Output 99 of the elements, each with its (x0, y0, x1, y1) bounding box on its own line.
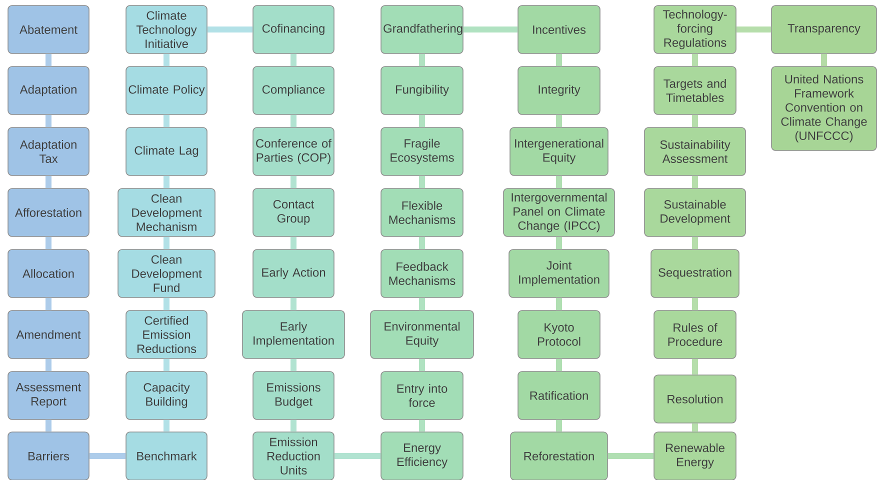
term-box: Early Implementation (242, 310, 345, 359)
connector (419, 236, 425, 250)
term-box: Clean Development Mechanism (118, 188, 216, 237)
connector (290, 358, 296, 372)
term-box: Adaptation (8, 66, 90, 115)
connector (290, 54, 296, 66)
connector (692, 54, 698, 66)
term-box: Allocation (8, 249, 90, 298)
connector (419, 54, 425, 66)
term-box: Intergenerational Equity (510, 127, 608, 176)
term-box: Kyoto Protocol (518, 310, 600, 359)
connector (164, 298, 170, 310)
term-box: Clean Development Fund (118, 249, 216, 298)
term-box: Transparency (771, 5, 877, 54)
term-box: Reforestation (510, 432, 608, 480)
term-box: Technology-forcing Regulations (654, 5, 736, 54)
term-box: Entry into force (380, 371, 464, 420)
connector (556, 236, 562, 250)
term-box: Fragile Ecosystems (380, 127, 464, 176)
term-box: Fungibility (380, 66, 464, 115)
term-box: Renewable Energy (654, 432, 736, 480)
term-box: Resolution (654, 374, 736, 424)
term-box: Sequestration (650, 249, 740, 298)
connector (556, 54, 562, 66)
term-box: Assessment Report (8, 371, 90, 420)
connector (556, 176, 562, 188)
connector (692, 423, 698, 432)
connector (692, 176, 698, 188)
connector (692, 358, 698, 375)
term-box: Abatement (8, 5, 90, 54)
connector (290, 236, 296, 250)
connector (821, 54, 827, 66)
term-box: Rules of Procedure (654, 310, 736, 359)
connector (164, 176, 170, 188)
term-box: Climate Lag (126, 127, 208, 176)
term-box: Adaptation Tax (8, 127, 90, 176)
term-box: Climate Policy (126, 66, 208, 115)
term-box: Afforestation (8, 188, 90, 237)
connector (419, 358, 425, 372)
connector (290, 176, 296, 188)
connector (164, 54, 170, 66)
connector (334, 453, 381, 459)
term-box: Early Action (252, 249, 334, 298)
connector (164, 358, 170, 372)
term-box: Emissions Budget (252, 371, 334, 420)
connector (463, 26, 518, 32)
term-box: Barriers (8, 432, 90, 480)
term-box: Emission Reduction Units (252, 432, 334, 480)
connector (46, 176, 52, 188)
term-box: Flexible Mechanisms (380, 188, 464, 237)
connector (419, 176, 425, 188)
connector (46, 114, 52, 128)
term-box: Joint Implementation (508, 249, 610, 298)
connector (164, 236, 170, 250)
connector (164, 114, 170, 128)
term-box: Amendment (8, 310, 90, 359)
connector (290, 298, 296, 310)
connector (556, 358, 562, 372)
term-box: Grandfathering (380, 5, 464, 54)
connector (46, 420, 52, 432)
term-box: Conference of Parties (COP) (252, 127, 334, 176)
connector (46, 236, 52, 250)
term-box: Certified Emission Reductions (126, 310, 208, 359)
term-box: Sustainable Development (644, 188, 746, 237)
connector (692, 114, 698, 128)
connector (164, 420, 170, 432)
connector (556, 420, 562, 432)
connector (736, 26, 772, 32)
connector (89, 453, 126, 459)
connector (290, 114, 296, 128)
connector (692, 298, 698, 310)
connector (46, 54, 52, 66)
term-box: Contact Group (252, 188, 334, 237)
term-box: Cofinancing (252, 5, 334, 54)
connector (290, 420, 296, 432)
connector (207, 26, 253, 32)
term-box: Intergovernmental Panel on Climate Change (IPCC) (503, 188, 615, 237)
term-box: Feedback Mechanisms (380, 249, 464, 298)
term-box: United Nations Framework Convention on Climate Change (UNFCCC) (771, 66, 877, 151)
term-box: Capacity Building (126, 371, 208, 420)
term-box: Sustainability Assessment (644, 127, 746, 176)
term-box: Integrity (518, 66, 600, 115)
connector (419, 298, 425, 310)
term-box: Incentives (518, 5, 600, 54)
term-box: Benchmark (126, 432, 208, 480)
connector (46, 298, 52, 310)
term-box: Targets and Timetables (654, 66, 736, 115)
term-box: Environmental Equity (370, 310, 474, 359)
connector (46, 358, 52, 372)
term-box: Compliance (252, 66, 334, 115)
connector (419, 420, 425, 432)
connector (608, 453, 654, 459)
term-box: Climate Technology Initiative (126, 5, 208, 54)
connector (556, 114, 562, 128)
connector (419, 114, 425, 128)
term-box: Energy Efficiency (380, 432, 464, 480)
term-box: Ratification (518, 371, 600, 420)
connector (556, 298, 562, 310)
connector (692, 236, 698, 250)
